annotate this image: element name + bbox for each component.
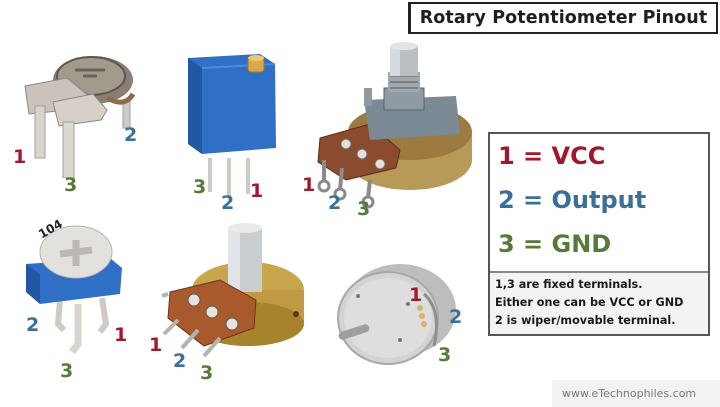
legend-note-either: Either one can be VCC or GND	[495, 296, 684, 309]
panel-potentiometer-image	[300, 40, 480, 210]
blue-trimmer-image	[20, 220, 130, 360]
pcb-potentiometer-image	[160, 222, 310, 362]
carbon-trimmer-pin-1: 1	[13, 146, 27, 168]
pcb-potentiometer-pin-2: 2	[173, 350, 187, 372]
legend-note-fixed: 1,3 are fixed terminals.	[495, 278, 643, 291]
legend-row-gnd: 3 = GND	[498, 230, 612, 258]
multiturn-trimmer-image	[180, 48, 280, 198]
carbon-trimmer-pin-3: 3	[64, 174, 78, 196]
pcb-potentiometer-pin-3: 3	[200, 362, 214, 384]
carbon-trimmer-image	[15, 48, 145, 178]
blue-trimmer-pin-3: 3	[60, 360, 74, 382]
blue-trimmer-pin-1: 1	[114, 324, 128, 346]
carbon-trimmer-pin-2: 2	[124, 124, 138, 146]
precision-potentiometer-pin-3: 3	[438, 344, 452, 366]
precision-potentiometer-pin-2: 2	[449, 306, 463, 328]
panel-potentiometer-pin-1: 1	[302, 174, 316, 196]
multiturn-trimmer-pin-1: 1	[250, 180, 264, 202]
precision-potentiometer-pin-1: 1	[409, 284, 423, 306]
panel-potentiometer-pin-3: 3	[357, 198, 371, 220]
multiturn-trimmer-pin-3: 3	[193, 176, 207, 198]
diagram-title: Rotary Potentiometer Pinout	[419, 8, 708, 28]
legend-note-wiper: 2 is wiper/movable terminal.	[495, 314, 676, 327]
title-box: Rotary Potentiometer Pinout	[408, 2, 718, 34]
panel-potentiometer-pin-2: 2	[328, 192, 342, 214]
legend-row-output: 2 = Output	[498, 186, 647, 214]
legend-pin-definitions: 1 = VCC 2 = Output 3 = GND	[490, 134, 708, 271]
pin-legend: 1 = VCC 2 = Output 3 = GND 1,3 are fixed…	[488, 132, 710, 336]
pcb-potentiometer-pin-1: 1	[149, 334, 163, 356]
legend-row-vcc: 1 = VCC	[498, 142, 606, 170]
legend-notes: 1,3 are fixed terminals. Either one can …	[490, 271, 708, 334]
precision-potentiometer-image	[330, 258, 460, 378]
blue-trimmer-pin-2: 2	[26, 314, 40, 336]
watermark-strip	[552, 380, 720, 407]
watermark-text: www.eTechnophiles.com	[562, 387, 697, 400]
multiturn-trimmer-pin-2: 2	[221, 192, 235, 214]
